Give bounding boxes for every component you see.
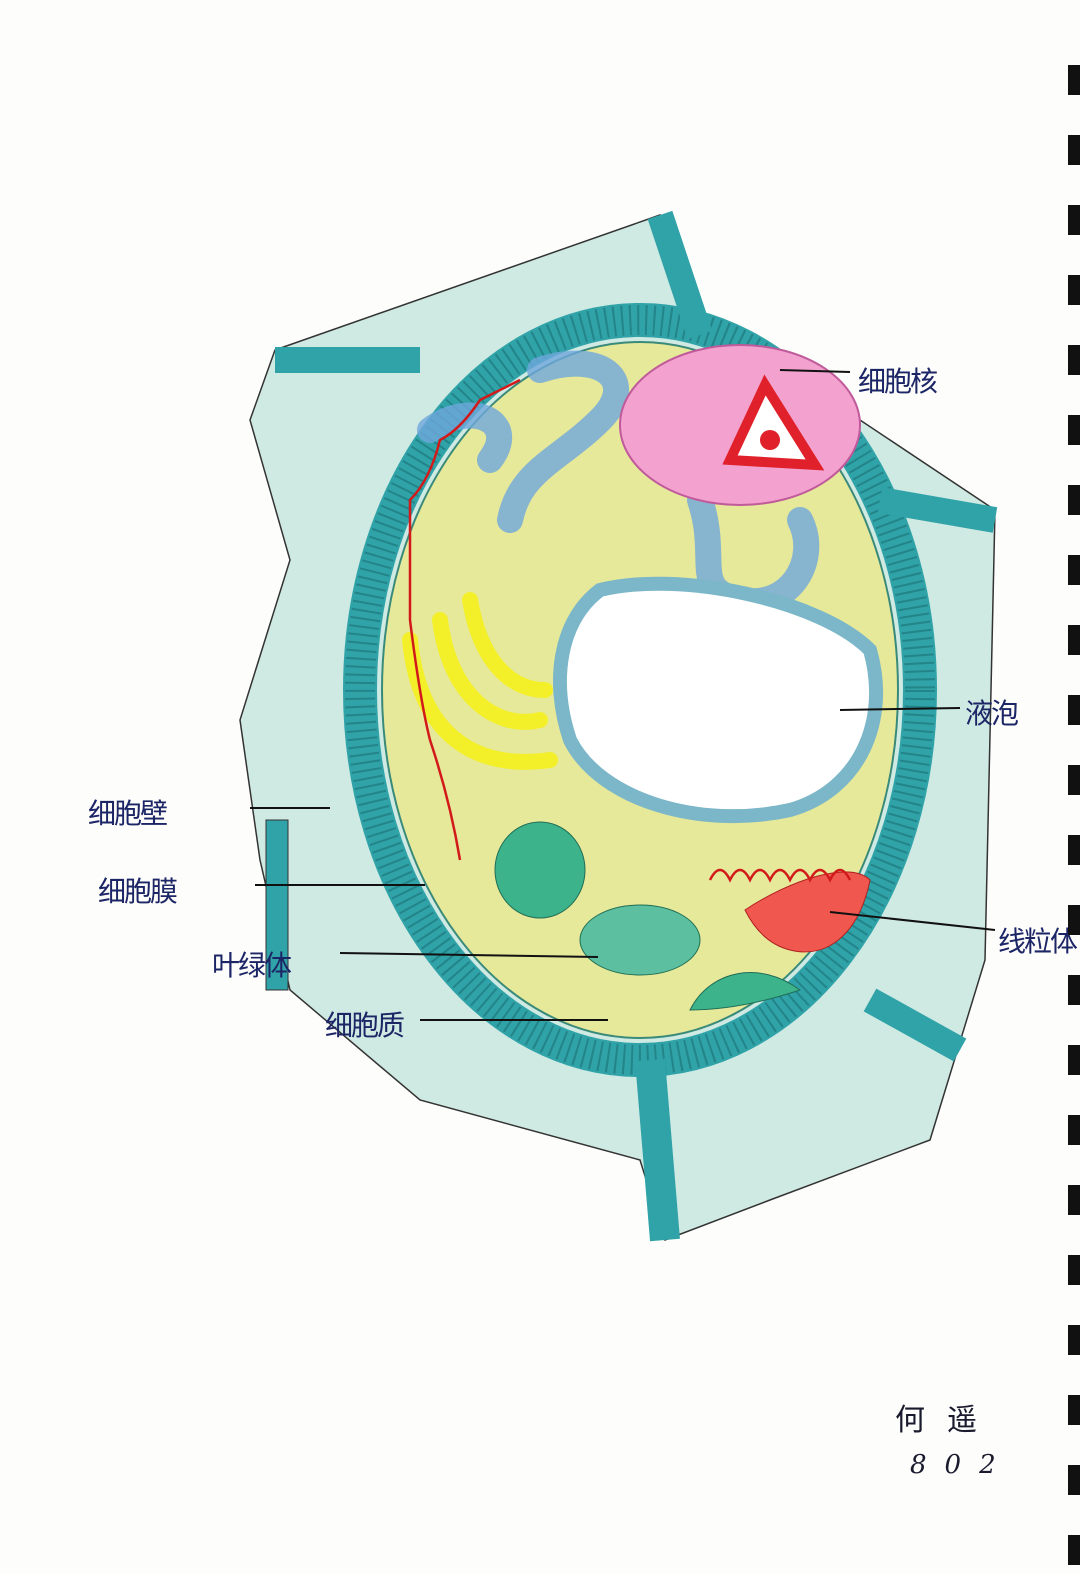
signature-name: 何遥 — [895, 1403, 999, 1438]
binder-mark — [1068, 1395, 1080, 1425]
wall-branch-bottom — [635, 1058, 680, 1242]
vacuole — [553, 576, 884, 824]
binder-mark — [1068, 695, 1080, 725]
chloroplast — [579, 904, 701, 976]
chloroplast — [689, 972, 802, 1011]
red-coil — [708, 868, 852, 883]
binder-mark — [1068, 625, 1080, 655]
nucleolus — [722, 374, 825, 471]
binder-mark — [1068, 65, 1080, 95]
binder-mark — [1068, 1535, 1080, 1565]
golgi-body — [402, 592, 558, 770]
red-coil — [408, 378, 521, 861]
binder-mark — [1068, 345, 1080, 375]
binder-mark — [1068, 135, 1080, 165]
binder-mark — [1068, 275, 1080, 305]
binder-mark — [1068, 1185, 1080, 1215]
binder-mark — [1068, 765, 1080, 795]
binder-mark — [1068, 485, 1080, 515]
leader-lines — [250, 369, 996, 1021]
nucleolus-core — [760, 430, 780, 450]
label-nucleus: 细胞核 — [858, 365, 938, 398]
label-chloroplast: 叶绿体 — [212, 949, 292, 982]
binder-mark — [1068, 205, 1080, 235]
wall-section-left — [265, 819, 289, 991]
binder-mark — [1068, 1325, 1080, 1355]
label-vacuole: 液泡 — [965, 697, 1019, 730]
wall-branch-right — [877, 487, 998, 533]
leader-mitochondrion — [829, 911, 996, 931]
binder-mark — [1068, 1115, 1080, 1145]
nucleus — [619, 344, 861, 506]
wall-branch-top — [647, 210, 713, 340]
cell-wall-hatching — [345, 305, 935, 1075]
leader-chloroplast — [339, 952, 599, 958]
label-cell-membrane: 细胞膜 — [98, 875, 178, 908]
binder-mark — [1068, 1255, 1080, 1285]
binder-mark — [1068, 415, 1080, 445]
wall-branch-lower-right — [863, 988, 967, 1062]
binder-mark — [1068, 835, 1080, 865]
binder-mark — [1068, 905, 1080, 935]
binder-mark — [1068, 975, 1080, 1005]
binder-mark — [1068, 1045, 1080, 1075]
leader-vacuole — [839, 707, 961, 711]
leader-nucleus — [779, 369, 851, 373]
binder-mark — [1068, 555, 1080, 585]
binder-mark — [1068, 1465, 1080, 1495]
mitochondrion — [744, 871, 871, 953]
chloroplast — [494, 821, 586, 919]
label-mitochondrion: 线粒体 — [998, 925, 1078, 958]
label-cytoplasm: 细胞质 — [325, 1009, 405, 1042]
signature-class: 802 — [910, 1450, 1014, 1480]
label-cell-wall: 细胞壁 — [88, 797, 168, 830]
